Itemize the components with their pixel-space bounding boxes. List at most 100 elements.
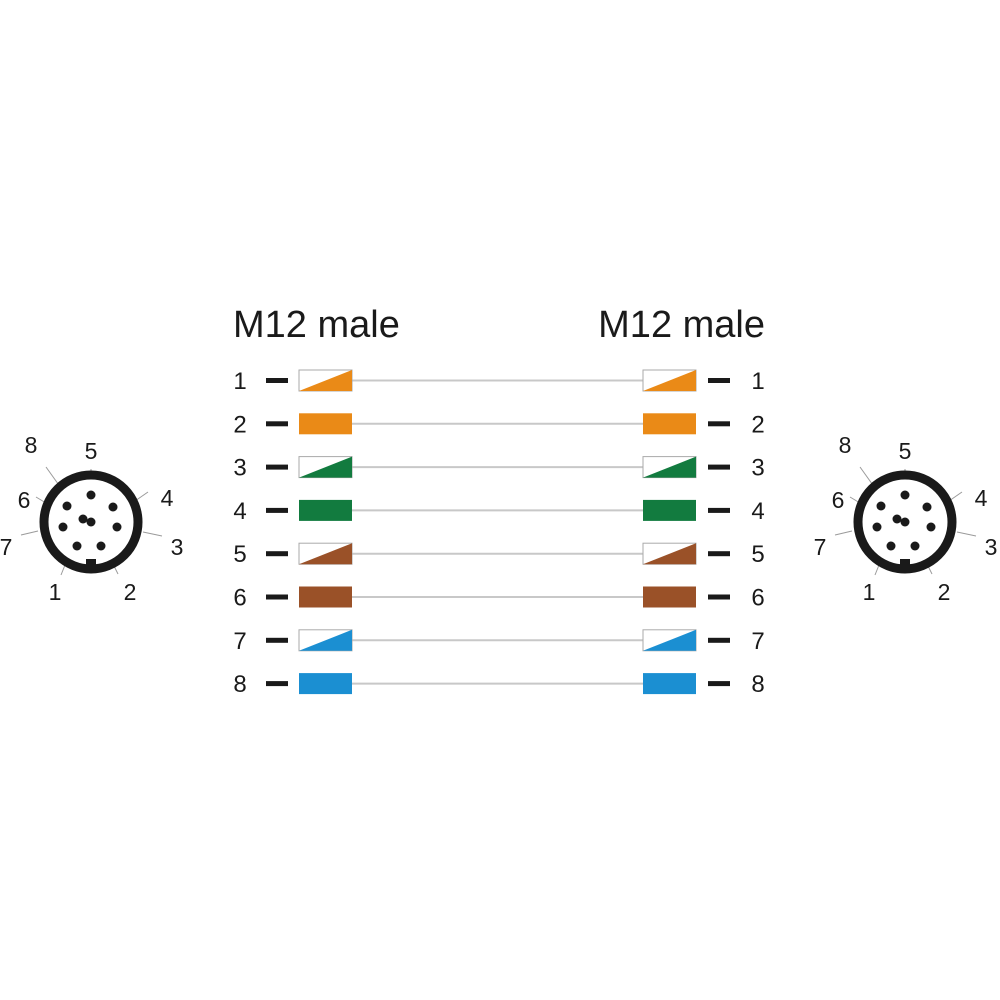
pin-dot-2 <box>910 541 920 551</box>
pin-dot-2 <box>96 541 106 551</box>
connector-key <box>900 559 910 566</box>
pin-dot-5 <box>86 490 96 500</box>
left-pin-dash <box>266 637 288 643</box>
left-pin-number: 5 <box>233 541 246 568</box>
right-pin-number: 8 <box>751 671 764 698</box>
connector-pin-label-5: 5 <box>899 438 912 464</box>
pin-dot-3 <box>926 522 936 532</box>
connector-pin-label-1: 1 <box>863 579 876 605</box>
connector-pin-label-6: 6 <box>18 487 31 513</box>
left-pin-number: 6 <box>233 585 246 612</box>
pin-leader-3 <box>956 531 977 537</box>
left-wire-swatch <box>299 586 352 608</box>
right-pin-number: 5 <box>751 541 764 568</box>
connector-pin-label-3: 3 <box>985 534 998 560</box>
right-pin-dash <box>708 551 730 557</box>
left-connector-title: M12 male <box>233 304 400 346</box>
left-pin-dash <box>266 594 288 600</box>
connector-pin-label-2: 2 <box>124 579 137 605</box>
right-pin-dash <box>708 637 730 643</box>
left-wire-swatch <box>299 413 352 435</box>
pin-leader-7 <box>834 530 853 536</box>
pin-dot-3 <box>112 522 122 532</box>
right-wire-swatch <box>643 673 696 695</box>
connector-pin-label-7: 7 <box>814 534 827 560</box>
right-wire-swatch <box>643 586 696 608</box>
right-pin-dash <box>708 681 730 687</box>
right-pin-number: 4 <box>751 498 764 525</box>
right-pin-dash <box>708 507 730 513</box>
connector-pin-label-4: 4 <box>975 485 988 511</box>
connector-pin-label-4: 4 <box>161 485 174 511</box>
left-pin-dash <box>266 464 288 470</box>
left-pin-number: 8 <box>233 671 246 698</box>
right-pin-number: 2 <box>751 411 764 438</box>
left-pin-number: 1 <box>233 368 246 395</box>
left-pin-number: 4 <box>233 498 246 525</box>
connector-key <box>86 559 96 566</box>
right-pin-number: 3 <box>751 455 764 482</box>
pin-dot-4 <box>108 502 118 512</box>
left-pin-dash <box>266 681 288 687</box>
right-connector-title: M12 male <box>598 304 765 346</box>
pin-dot-7 <box>58 522 68 532</box>
left-wire-swatch <box>298 369 353 392</box>
left-pin-dash <box>266 507 288 513</box>
connector-pin-label-8: 8 <box>25 432 38 458</box>
right-pin-dash <box>708 594 730 600</box>
pin-dot-1 <box>72 541 82 551</box>
pin-dot-8 <box>892 514 902 524</box>
left-pin-number: 3 <box>233 455 246 482</box>
pin-dot-4 <box>922 502 932 512</box>
right-wire-swatch <box>642 542 697 565</box>
pin-dot-6 <box>876 501 886 511</box>
connector-pin-label-3: 3 <box>171 534 184 560</box>
connector-pin-label-1: 1 <box>49 579 62 605</box>
right-pin-number: 6 <box>751 585 764 612</box>
left-pin-dash <box>266 421 288 427</box>
right-wire-swatch <box>642 456 697 479</box>
pin-leader-7 <box>20 530 39 536</box>
left-pin-number: 7 <box>233 628 246 655</box>
right-pin-dash <box>708 464 730 470</box>
pin-dot-6 <box>62 501 72 511</box>
left-wire-swatch <box>298 629 353 652</box>
pin-dot-5 <box>900 490 910 500</box>
right-connector-face: 1 2 3 4 5 67 8 <box>814 432 998 605</box>
left-pin-number: 2 <box>233 411 246 438</box>
right-wire-swatch <box>643 413 696 435</box>
pin-dot-7 <box>872 522 882 532</box>
connector-pin-label-2: 2 <box>938 579 951 605</box>
pin-dot-8 <box>78 514 88 524</box>
connector-pin-label-5: 5 <box>85 438 98 464</box>
connector-pin-label-7: 7 <box>0 534 12 560</box>
right-pin-dash <box>708 378 730 383</box>
connector-pin-label-6: 6 <box>832 487 845 513</box>
center-pin-dot <box>86 517 96 527</box>
pin-leader-3 <box>142 531 163 537</box>
right-pin-number: 7 <box>751 628 764 655</box>
left-wire-swatch <box>298 542 353 565</box>
left-wire-swatch <box>298 456 353 479</box>
connector-pin-label-8: 8 <box>839 432 852 458</box>
right-wire-swatch <box>642 629 697 652</box>
center-pin-dot <box>900 517 910 527</box>
right-pin-number: 1 <box>751 368 764 395</box>
left-pin-dash <box>266 378 288 383</box>
right-pin-dash <box>708 421 730 427</box>
pin-dot-1 <box>886 541 896 551</box>
right-wire-swatch <box>643 499 696 521</box>
left-wire-swatch <box>299 499 352 521</box>
left-connector-face: 1 2 3 4 5 67 8 <box>0 432 183 605</box>
left-wire-swatch <box>299 673 352 695</box>
